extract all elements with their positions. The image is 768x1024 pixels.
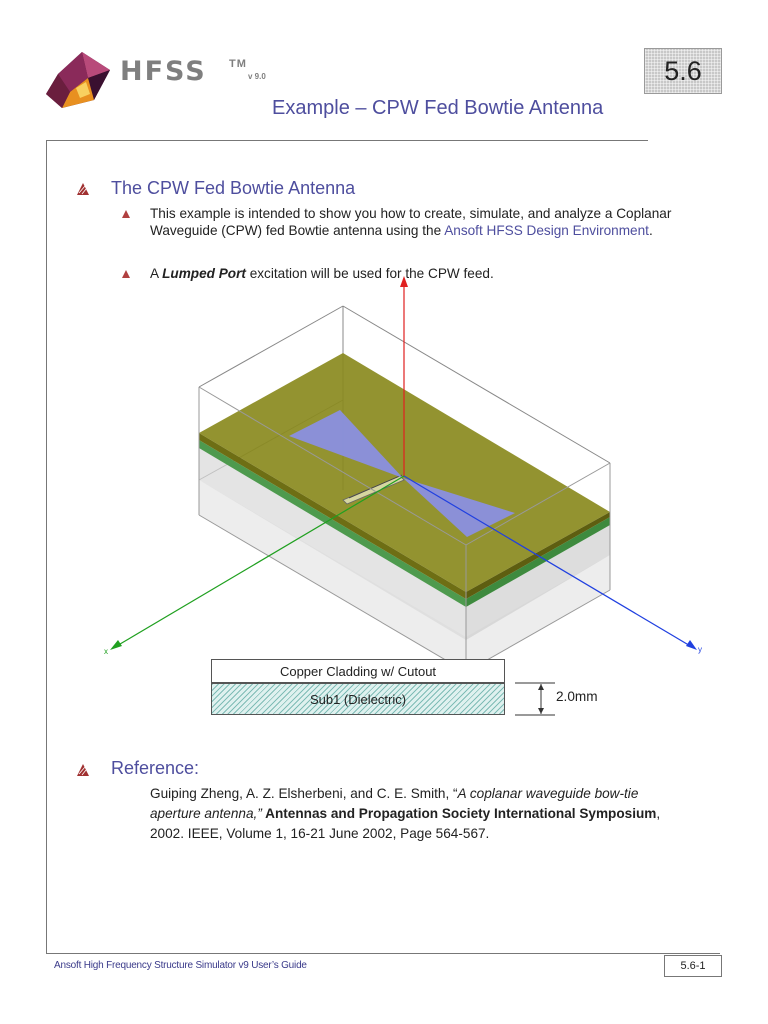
citation-venue: Antennas and Propagation Society Interna… [261,806,657,821]
x-axis-label: x [104,647,108,656]
citation-details: , 2002. IEEE, Volume 1, 16-21 June 2002,… [150,806,661,841]
copper-cladding-layer: Copper Cladding w/ Cutout [211,659,505,683]
design-environment-link[interactable]: Ansoft HFSS Design Environment [444,223,649,238]
thickness-dimension-icon [515,682,555,716]
bullet-icon [77,183,89,195]
intro-paragraph: This example is intended to show you how… [150,205,690,239]
logo-trademark: TM [229,58,247,70]
section-heading: The CPW Fed Bowtie Antenna [111,178,356,198]
citation-authors: Guiping Zheng, A. Z. Elsherbeni, and C. … [150,786,458,801]
reference-heading: Reference: [111,758,200,778]
intro-text-end: . [648,223,653,238]
sub-bullet-icon [122,210,130,218]
y-axis-label: y [698,645,702,654]
footer-guide-title: Ansoft High Frequency Structure Simulato… [54,960,307,971]
bullet-icon [77,764,89,776]
sub-bullet-icon [122,270,130,278]
header-divider [46,140,648,141]
logo-wordmark: HFSS [120,56,207,87]
citation-title: A coplanar waveguide bow-tie aperture an… [150,786,639,821]
intro-text: This example is intended to show you how… [150,206,672,238]
logo-version: v 9.0 [248,72,266,81]
bowtie-antenna-3d-model: x y [104,276,702,660]
section-number-badge: 5.6 [644,48,722,94]
lumped-port-paragraph: A Lumped Port excitation will be used fo… [150,265,494,282]
lumped-port-emphasis: Lumped Port [162,266,246,281]
page-title: Example – CPW Fed Bowtie Antenna [272,97,604,119]
thickness-label: 2.0mm [556,689,598,704]
lumped-port-prefix: A [150,266,163,281]
footer-divider [46,953,720,954]
reference-citation: Guiping Zheng, A. Z. Elsherbeni, and C. … [150,784,690,844]
left-margin-rule [46,140,47,954]
hfss-logo-icon [46,52,110,108]
substrate-layer: Sub1 (Dielectric) [211,683,505,715]
footer-page-number: 5.6-1 [664,955,722,977]
lumped-port-suffix: excitation will be used for the CPW feed… [245,266,494,281]
